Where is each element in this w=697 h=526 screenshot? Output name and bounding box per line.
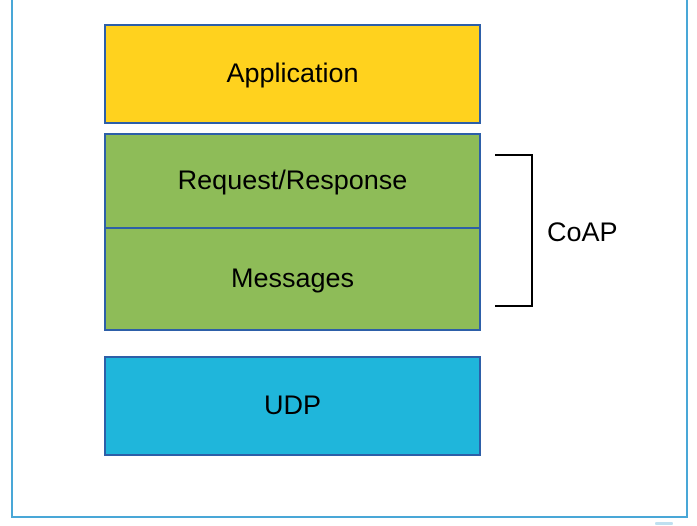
request-response-section: Request/Response (106, 135, 479, 229)
coap-bracket-label: CoAP (547, 217, 618, 247)
messages-section: Messages (106, 229, 479, 329)
page-frame-border (11, 0, 688, 518)
coap-bracket (495, 154, 533, 307)
messages-label: Messages (230, 263, 355, 294)
coap-stack-box: Request/Response Messages (104, 133, 481, 331)
udp-box: UDP (104, 356, 481, 456)
udp-label: UDP (263, 390, 321, 421)
application-label: Application (226, 58, 359, 89)
application-box: Application (104, 24, 481, 124)
cropped-shape-fragment (655, 522, 673, 525)
request-response-label: Request/Response (177, 165, 408, 196)
